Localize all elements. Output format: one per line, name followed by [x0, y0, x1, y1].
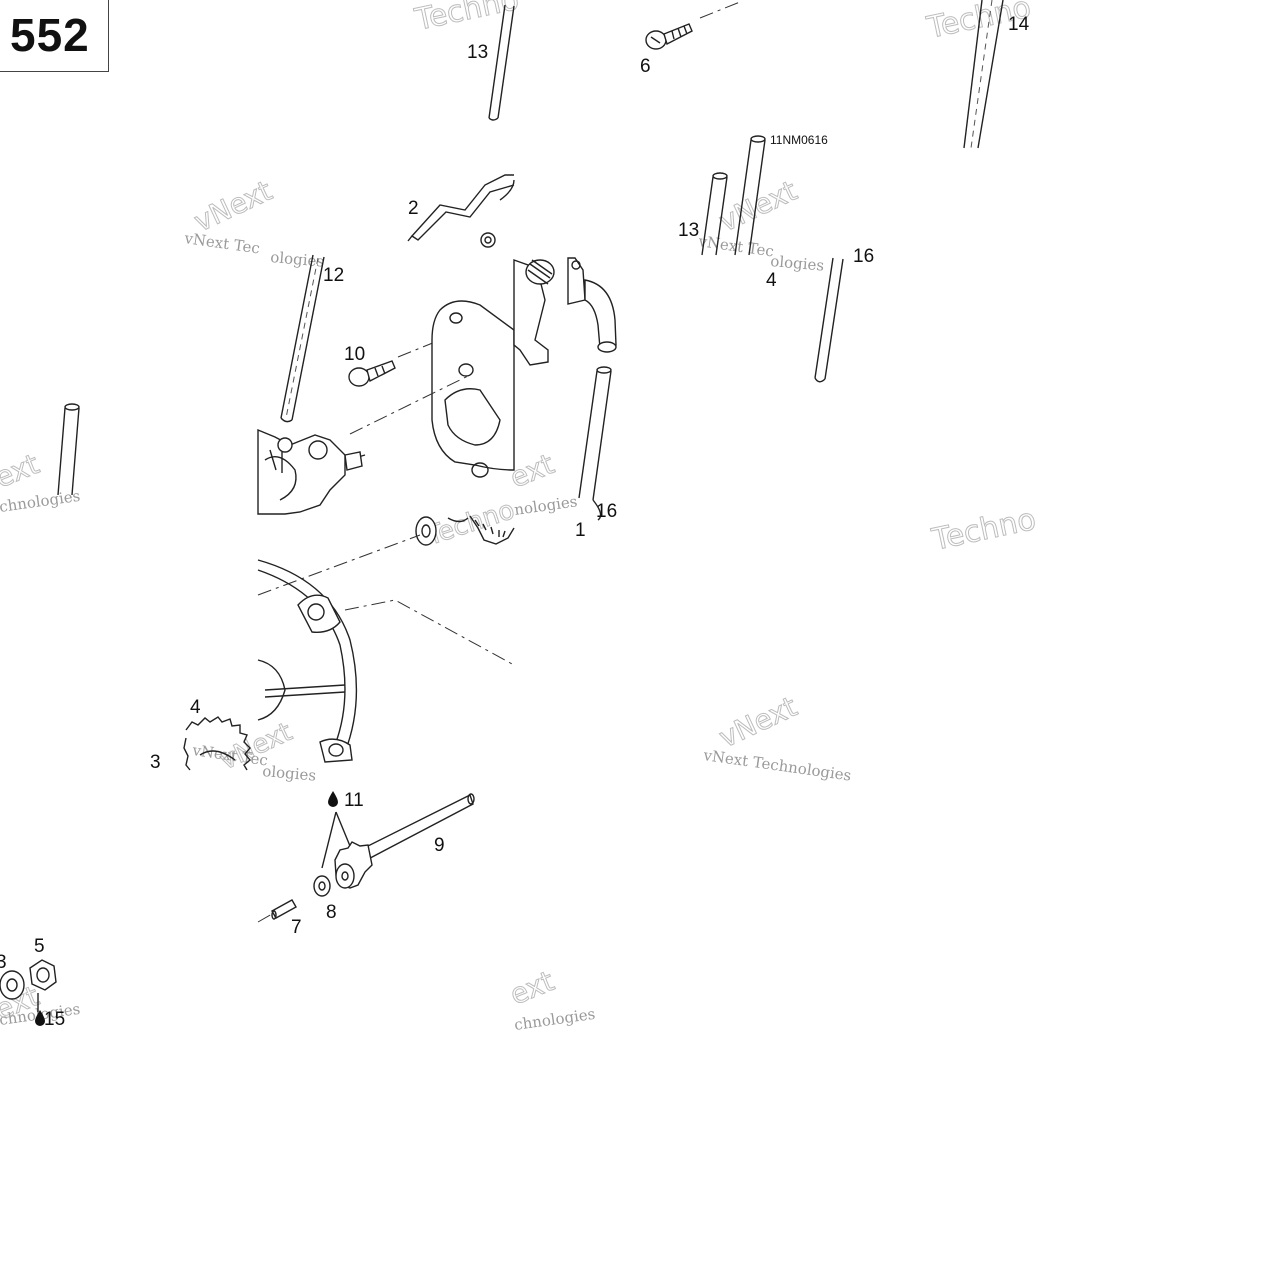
- callout-9: 9: [434, 835, 445, 856]
- callout-labels: 13 6 14 11NM0616 2 13 12 16 4 10 16 1 4 …: [0, 14, 1030, 1030]
- washer-8: [313, 875, 331, 897]
- pin-7: [257, 899, 297, 923]
- drawing-code: 11NM0616: [770, 133, 828, 147]
- oil-drop-icon: [35, 1010, 45, 1026]
- watermark-techno-center: Techno: [422, 495, 518, 552]
- callout-8: 8: [326, 902, 337, 923]
- callout-16-right: 16: [853, 246, 874, 267]
- hose-left: [57, 403, 80, 496]
- watermark-ologies-b: ologies: [770, 252, 825, 275]
- pump-flange: [349, 300, 515, 478]
- pump-body-upper: [257, 428, 366, 515]
- oil-drop-icon: [328, 791, 338, 807]
- screw-6: [645, 1, 741, 50]
- gear-upper: [447, 515, 515, 545]
- watermark-vnext-d: vNext: [714, 690, 802, 754]
- callout-1: 1: [575, 520, 586, 541]
- callout-5: 5: [34, 936, 45, 957]
- watermark-ologies-c: ologies: [262, 762, 317, 785]
- hose-14: [963, 0, 1004, 149]
- watermark-ext-left: ext: [0, 447, 44, 494]
- callout-2: 2: [408, 198, 419, 219]
- page-number-box: 552: [0, 0, 109, 72]
- nut-5: [29, 959, 57, 1012]
- callout-10: 10: [344, 344, 365, 365]
- callout-7: 7: [291, 917, 302, 938]
- watermark-chnologies-bottom-mid: chnologies: [513, 1005, 596, 1034]
- hose-13-top: [488, 4, 515, 121]
- watermark-vnext-a: vNext: [189, 174, 277, 238]
- gear-4: [183, 716, 251, 771]
- page-number: 552: [10, 9, 90, 61]
- callout-3: 3: [150, 752, 161, 773]
- pump-cover: [257, 559, 515, 763]
- watermark-vnext-b: vNext: [714, 174, 802, 238]
- oil-lead-lines: [321, 811, 351, 869]
- hose-12: [280, 254, 325, 423]
- callout-12: 12: [323, 265, 344, 286]
- callout-3-lower: 3: [0, 952, 7, 973]
- watermark-ologies-a: ologies: [270, 248, 325, 271]
- callout-13-top: 13: [467, 42, 488, 63]
- hose-13-group: [701, 135, 766, 256]
- washer-3-lower: [0, 970, 25, 1000]
- watermark-layer: Techno Techno Techno vNext vNext Tec olo…: [0, 0, 1039, 1034]
- elbow-fitting: [513, 257, 617, 366]
- hose-1: [578, 366, 612, 521]
- callout-13: 13: [678, 220, 699, 241]
- watermark-vnext-tec-a: vNext Tec: [182, 229, 261, 258]
- callout-14: 14: [1008, 14, 1030, 35]
- screw-10: [348, 339, 441, 387]
- bracket-2: [407, 174, 515, 248]
- callout-4-right: 4: [766, 270, 777, 291]
- callout-6: 6: [640, 56, 651, 77]
- hose-16: [814, 257, 844, 383]
- callout-11: 11: [344, 790, 364, 811]
- shaft-9: [334, 793, 475, 889]
- callout-16: 16: [596, 501, 617, 522]
- watermark-techno-mid-right: Techno: [928, 502, 1039, 558]
- washer-upper: [257, 516, 437, 596]
- watermark-vnext-technologies-d: vNext Technologies: [701, 746, 852, 785]
- callout-4: 4: [190, 697, 201, 718]
- watermark-ext-bottom-mid: ext: [505, 964, 558, 1011]
- callout-15: 15: [44, 1009, 65, 1030]
- watermark-chnologies-left: chnologies: [0, 487, 81, 516]
- watermark-nologies-mid: nologies: [513, 492, 578, 519]
